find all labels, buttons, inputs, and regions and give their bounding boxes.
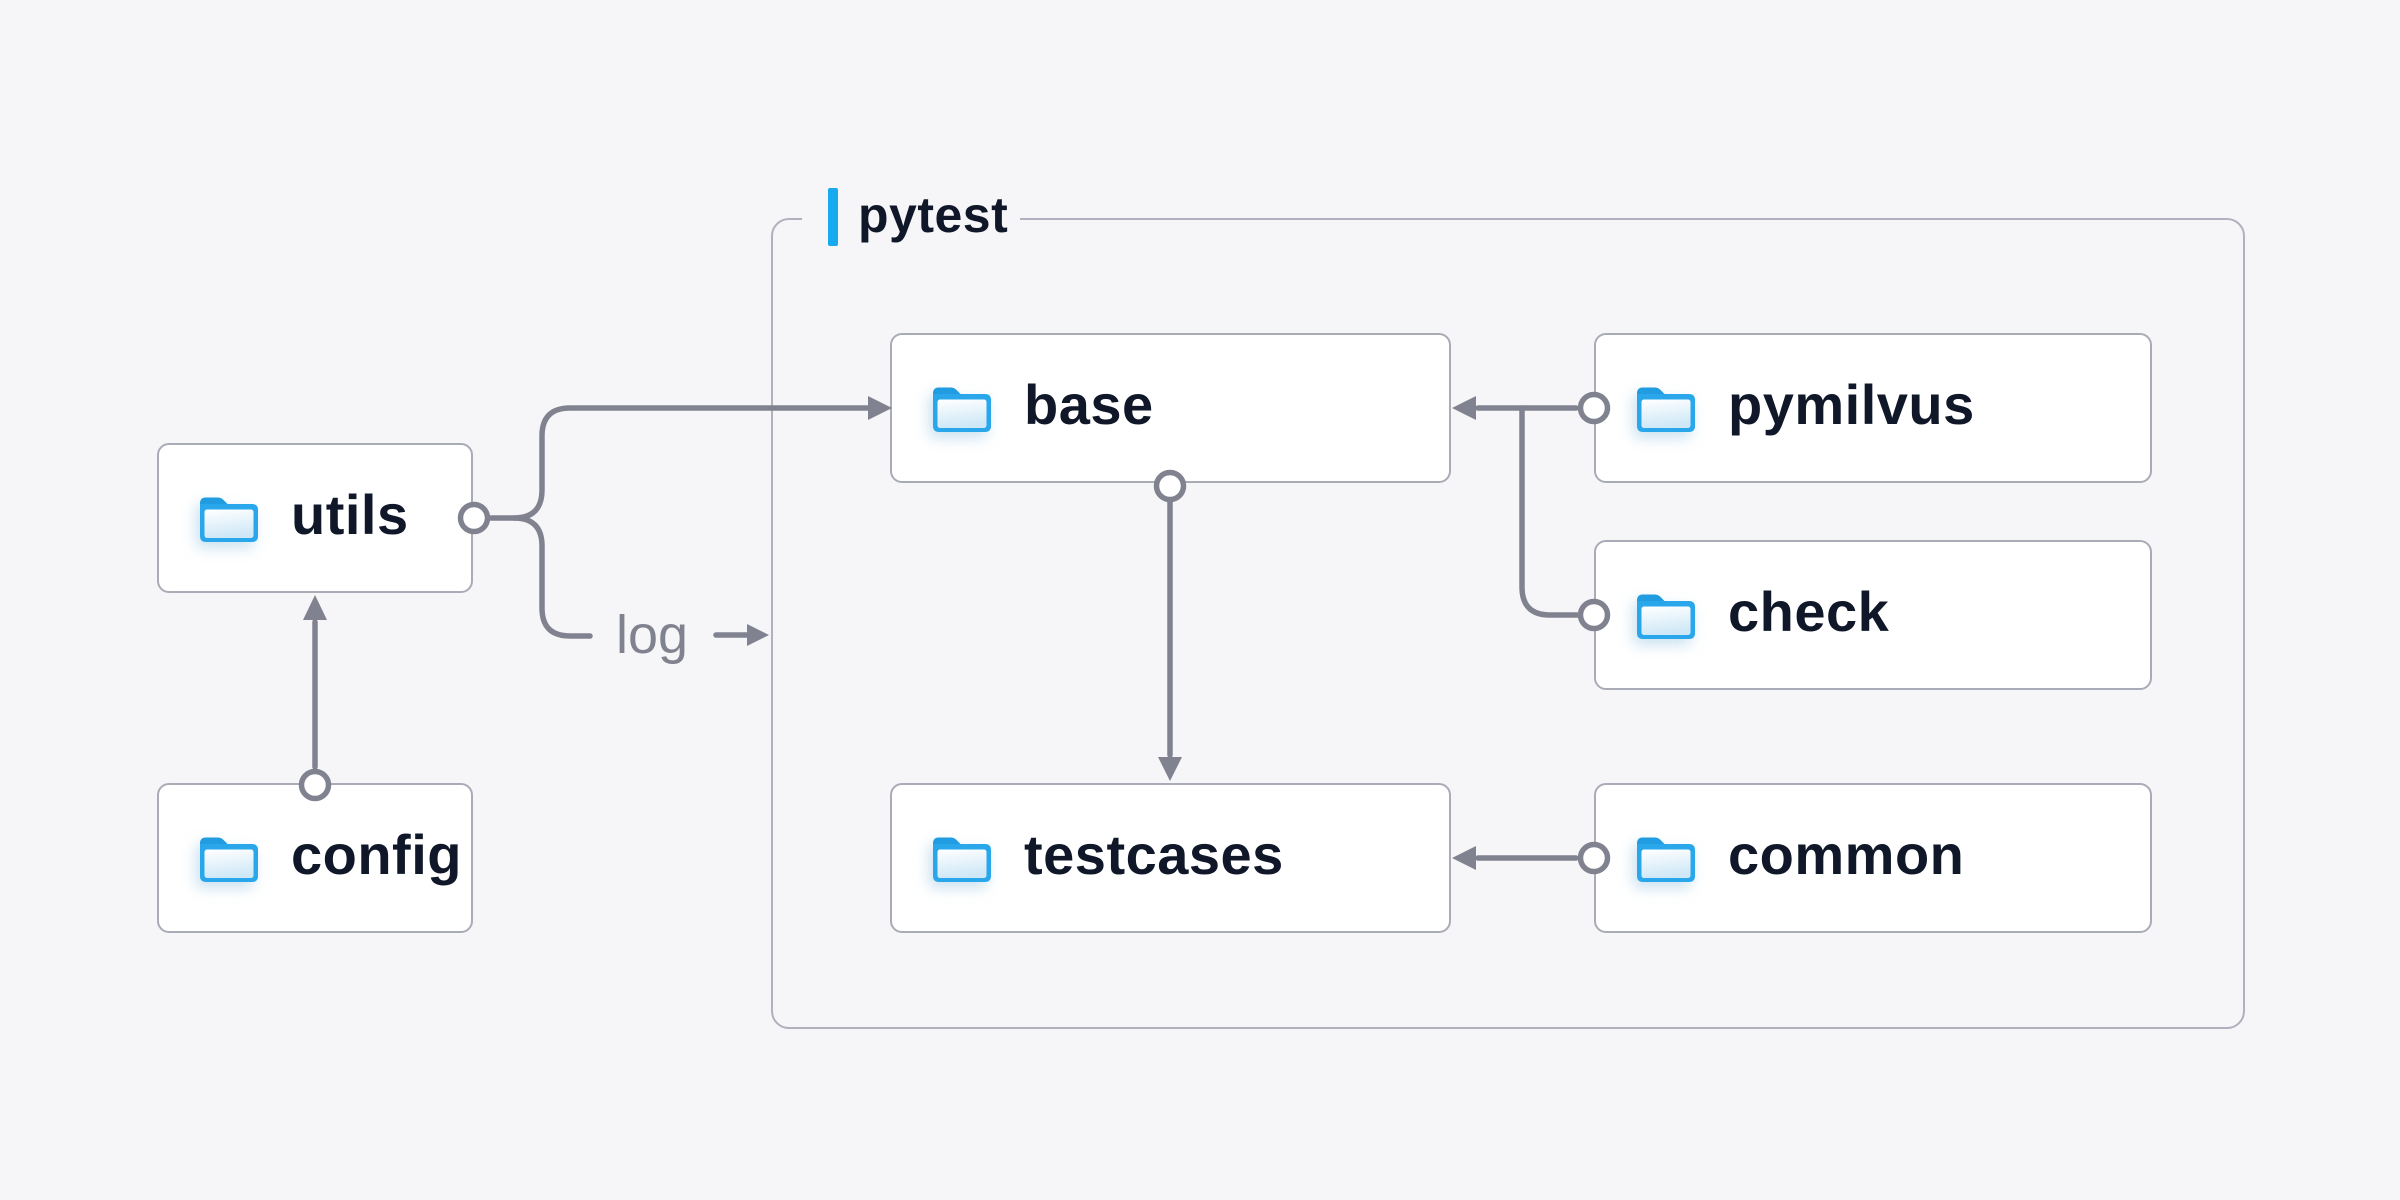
node-utils: utils [157, 443, 473, 593]
node-label: check [1728, 580, 1890, 643]
node-label: config [291, 823, 462, 886]
node-testcases: testcases [890, 783, 1451, 933]
folder-icon [200, 837, 258, 882]
node-label: common [1728, 823, 1965, 886]
edge-label-log: log [615, 605, 689, 665]
node-config: config [157, 783, 473, 933]
folder-icon [933, 387, 991, 432]
node-check: check [1594, 540, 2152, 690]
node-pymilvus: pymilvus [1594, 333, 2152, 483]
edge-config-to-utils [298, 595, 332, 802]
folder-icon [1637, 837, 1695, 882]
folder-icon [1637, 387, 1695, 432]
pytest-group-label: pytest [802, 181, 1021, 253]
accent-bar-icon [828, 188, 838, 246]
group-label-text: pytest [858, 187, 1009, 243]
pytest-group-container [771, 218, 2245, 1029]
folder-icon [933, 837, 991, 882]
node-label: utils [291, 483, 409, 546]
node-label: pymilvus [1728, 373, 1975, 436]
node-label: testcases [1024, 823, 1284, 886]
node-label: base [1024, 373, 1154, 436]
node-base: base [890, 333, 1451, 483]
folder-icon [1637, 594, 1695, 639]
node-common: common [1594, 783, 2152, 933]
folder-icon [200, 497, 258, 542]
